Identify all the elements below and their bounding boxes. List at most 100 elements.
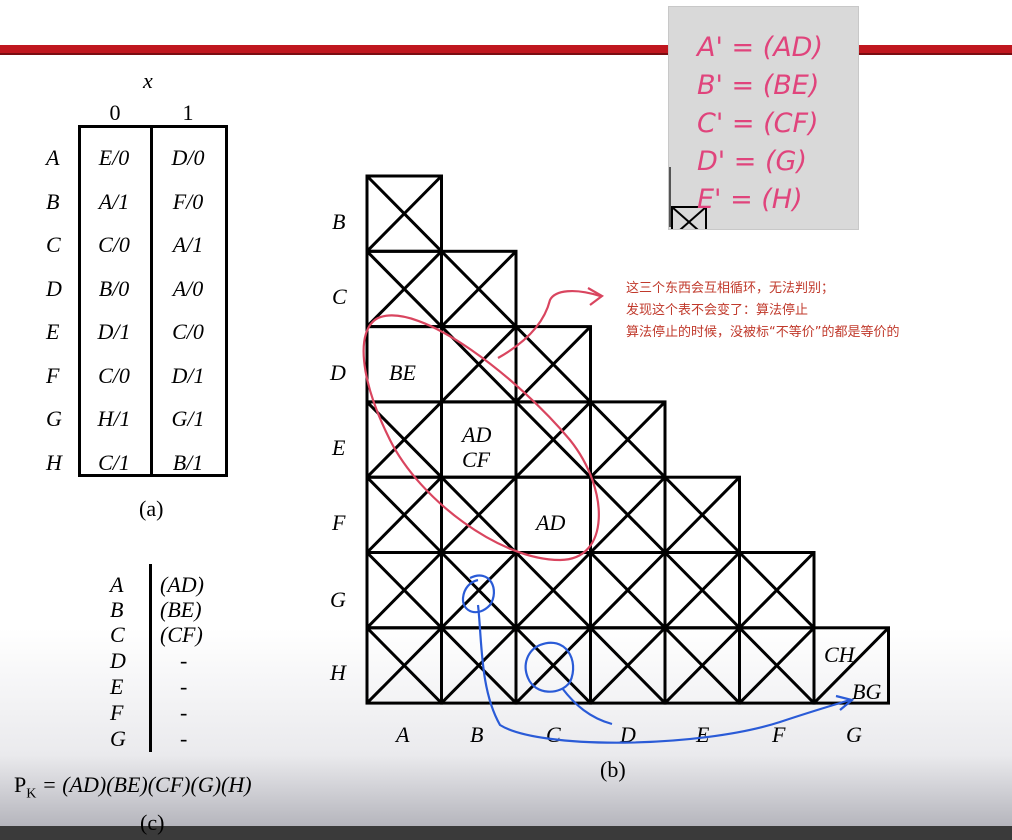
row-state: C <box>46 232 61 257</box>
chart-cell <box>812 626 890 705</box>
background-shade <box>0 628 1012 840</box>
next-state-0: H/1 <box>97 406 131 431</box>
next-state-0: C/0 <box>98 232 130 257</box>
column-header-1: 1 <box>182 100 194 125</box>
cell-text-cf: CF <box>462 447 491 472</box>
col-label-a: A <box>394 722 410 747</box>
row-label-e: E <box>331 435 346 460</box>
next-state-1: C/0 <box>172 319 204 344</box>
cell-text-ch: CH <box>824 642 856 667</box>
list-value: (AD) <box>160 572 204 597</box>
chart-grid <box>365 174 890 705</box>
column-header-0: 0 <box>109 100 121 125</box>
list-value: (BE) <box>160 597 202 622</box>
list-state: E <box>110 674 124 699</box>
list-state: F <box>110 700 124 725</box>
row-state: D <box>46 276 62 301</box>
note-line: 发现这个表不会变了：算法停止 <box>626 303 809 318</box>
cell-cross <box>365 174 443 253</box>
list-value: - <box>180 674 188 699</box>
col-label-g: G <box>846 722 862 747</box>
row-state: A <box>46 145 60 170</box>
note-line: B' = (BE) <box>697 70 820 101</box>
cell-cross <box>440 476 518 554</box>
cell-cross <box>440 250 518 328</box>
cell-cross <box>589 400 667 479</box>
cell-text-be: BE <box>389 360 416 385</box>
cell-cross <box>365 551 443 629</box>
table-divider <box>150 125 153 477</box>
row-label-c: C <box>332 284 347 309</box>
cell-cross <box>365 626 443 705</box>
title-bar-stripe <box>0 45 1012 55</box>
cell-cross <box>663 626 741 705</box>
next-state-0: C/0 <box>98 363 130 388</box>
cell-cross <box>589 476 667 554</box>
cell-cross <box>514 325 592 403</box>
note-line: 这三个东西会互相循环，无法判别； <box>626 281 835 296</box>
col-label-e: E <box>695 722 710 747</box>
cell-slash <box>812 626 890 705</box>
red-loop-annotation <box>362 287 604 562</box>
cell-cross <box>663 551 741 629</box>
algorithm-note: 这三个东西会互相循环，无法判别； 发现这个表不会变了：算法停止 算法停止的时候，… <box>626 278 899 344</box>
col-label-b: B <box>470 722 483 747</box>
next-state-1: G/1 <box>171 406 205 431</box>
list-value: - <box>180 700 188 725</box>
cell-cross <box>365 250 443 328</box>
next-state-0: D/1 <box>97 319 131 344</box>
row-label-h: H <box>329 660 347 685</box>
cell-text-ad: AD <box>534 510 565 535</box>
caption-b: (b) <box>600 757 626 782</box>
cell-text-bg: BG <box>852 679 881 704</box>
cell-cross <box>738 551 816 629</box>
list-state: D <box>110 648 126 673</box>
next-state-1: B/1 <box>172 450 204 475</box>
row-label-f: F <box>331 510 346 535</box>
bottom-bar <box>0 826 1012 840</box>
cropped-chart-fragment <box>671 206 707 229</box>
caption-c: (c) <box>140 810 165 835</box>
note-edge <box>669 167 671 227</box>
input-variable-label: x <box>143 68 153 93</box>
row-state: G <box>46 406 62 431</box>
cell-cross <box>589 626 667 705</box>
note-lines: A' = (AD) B' = (BE) C' = (CF) D' = (G) E… <box>697 29 823 219</box>
chart-labels: B C D E F G H A B C D E F G BE AD CF AD … <box>329 209 881 747</box>
cell-cross <box>440 325 518 403</box>
cell-cross <box>365 476 443 554</box>
partition-formula: PK = (AD)(BE)(CF)(G)(H) <box>14 772 252 802</box>
list-value: - <box>180 726 188 751</box>
row-label-d: D <box>329 360 346 385</box>
list-state: G <box>110 726 126 751</box>
cell-cross <box>365 400 443 479</box>
list-state: A <box>110 572 124 597</box>
cell-cross <box>514 626 592 705</box>
formula-symbol: P <box>14 772 27 797</box>
row-state: F <box>46 363 60 388</box>
next-state-1: A/1 <box>172 232 204 257</box>
next-state-0: C/1 <box>98 450 130 475</box>
next-state-0: A/1 <box>98 189 130 214</box>
cell-cross <box>663 476 741 554</box>
blue-trace-annotation <box>461 574 855 744</box>
row-label-b: B <box>332 209 345 234</box>
formula-subscript: K <box>26 786 37 802</box>
note-line: E' = (H) <box>697 184 803 215</box>
next-state-1: D/0 <box>171 145 205 170</box>
handwritten-note: A' = (AD) B' = (BE) C' = (CF) D' = (G) E… <box>668 6 859 230</box>
cell-cross <box>440 551 518 629</box>
table-frame <box>78 125 228 477</box>
note-line: A' = (AD) <box>697 32 824 63</box>
cell-cross <box>589 551 667 629</box>
list-divider <box>149 564 152 752</box>
col-label-c: C <box>546 722 561 747</box>
list-value: - <box>180 648 188 673</box>
col-label-f: F <box>771 722 786 747</box>
row-state: E <box>46 319 60 344</box>
cell-cross <box>738 626 816 705</box>
note-line: 算法停止的时候，没被标“不等价”的都是等价的 <box>626 325 900 340</box>
cell-text-ad: AD <box>460 422 491 447</box>
next-state-0: B/0 <box>98 276 130 301</box>
